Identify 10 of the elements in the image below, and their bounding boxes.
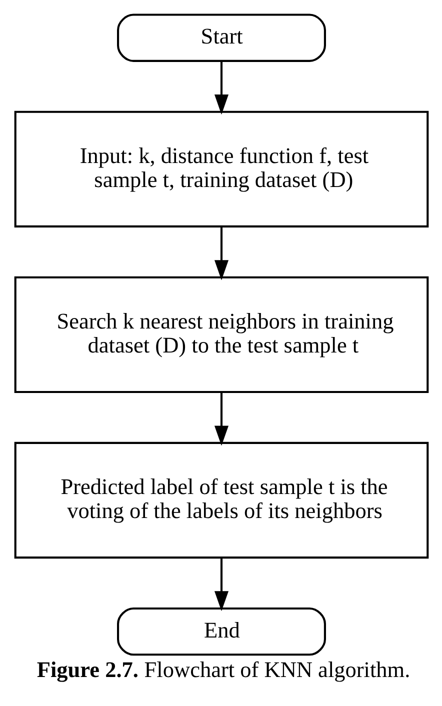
arrow (214, 558, 228, 612)
node-box: Search k nearest neighbors in training dataset (D) to the test sample t (14, 276, 428, 394)
arrow (214, 61, 228, 115)
node-box: End (116, 607, 326, 656)
arrow (214, 226, 228, 280)
arrow (214, 392, 228, 446)
node-box: Predicted label of test sample t is the voting of the labels of its neighbors (14, 442, 428, 559)
caption: Figure 2.7. Flowchart of KNN algorithm. (36, 657, 410, 682)
node-box: Input: k, distance function f, test sample t, training dataset (D) (14, 110, 428, 228)
node-box: Start (116, 14, 326, 62)
